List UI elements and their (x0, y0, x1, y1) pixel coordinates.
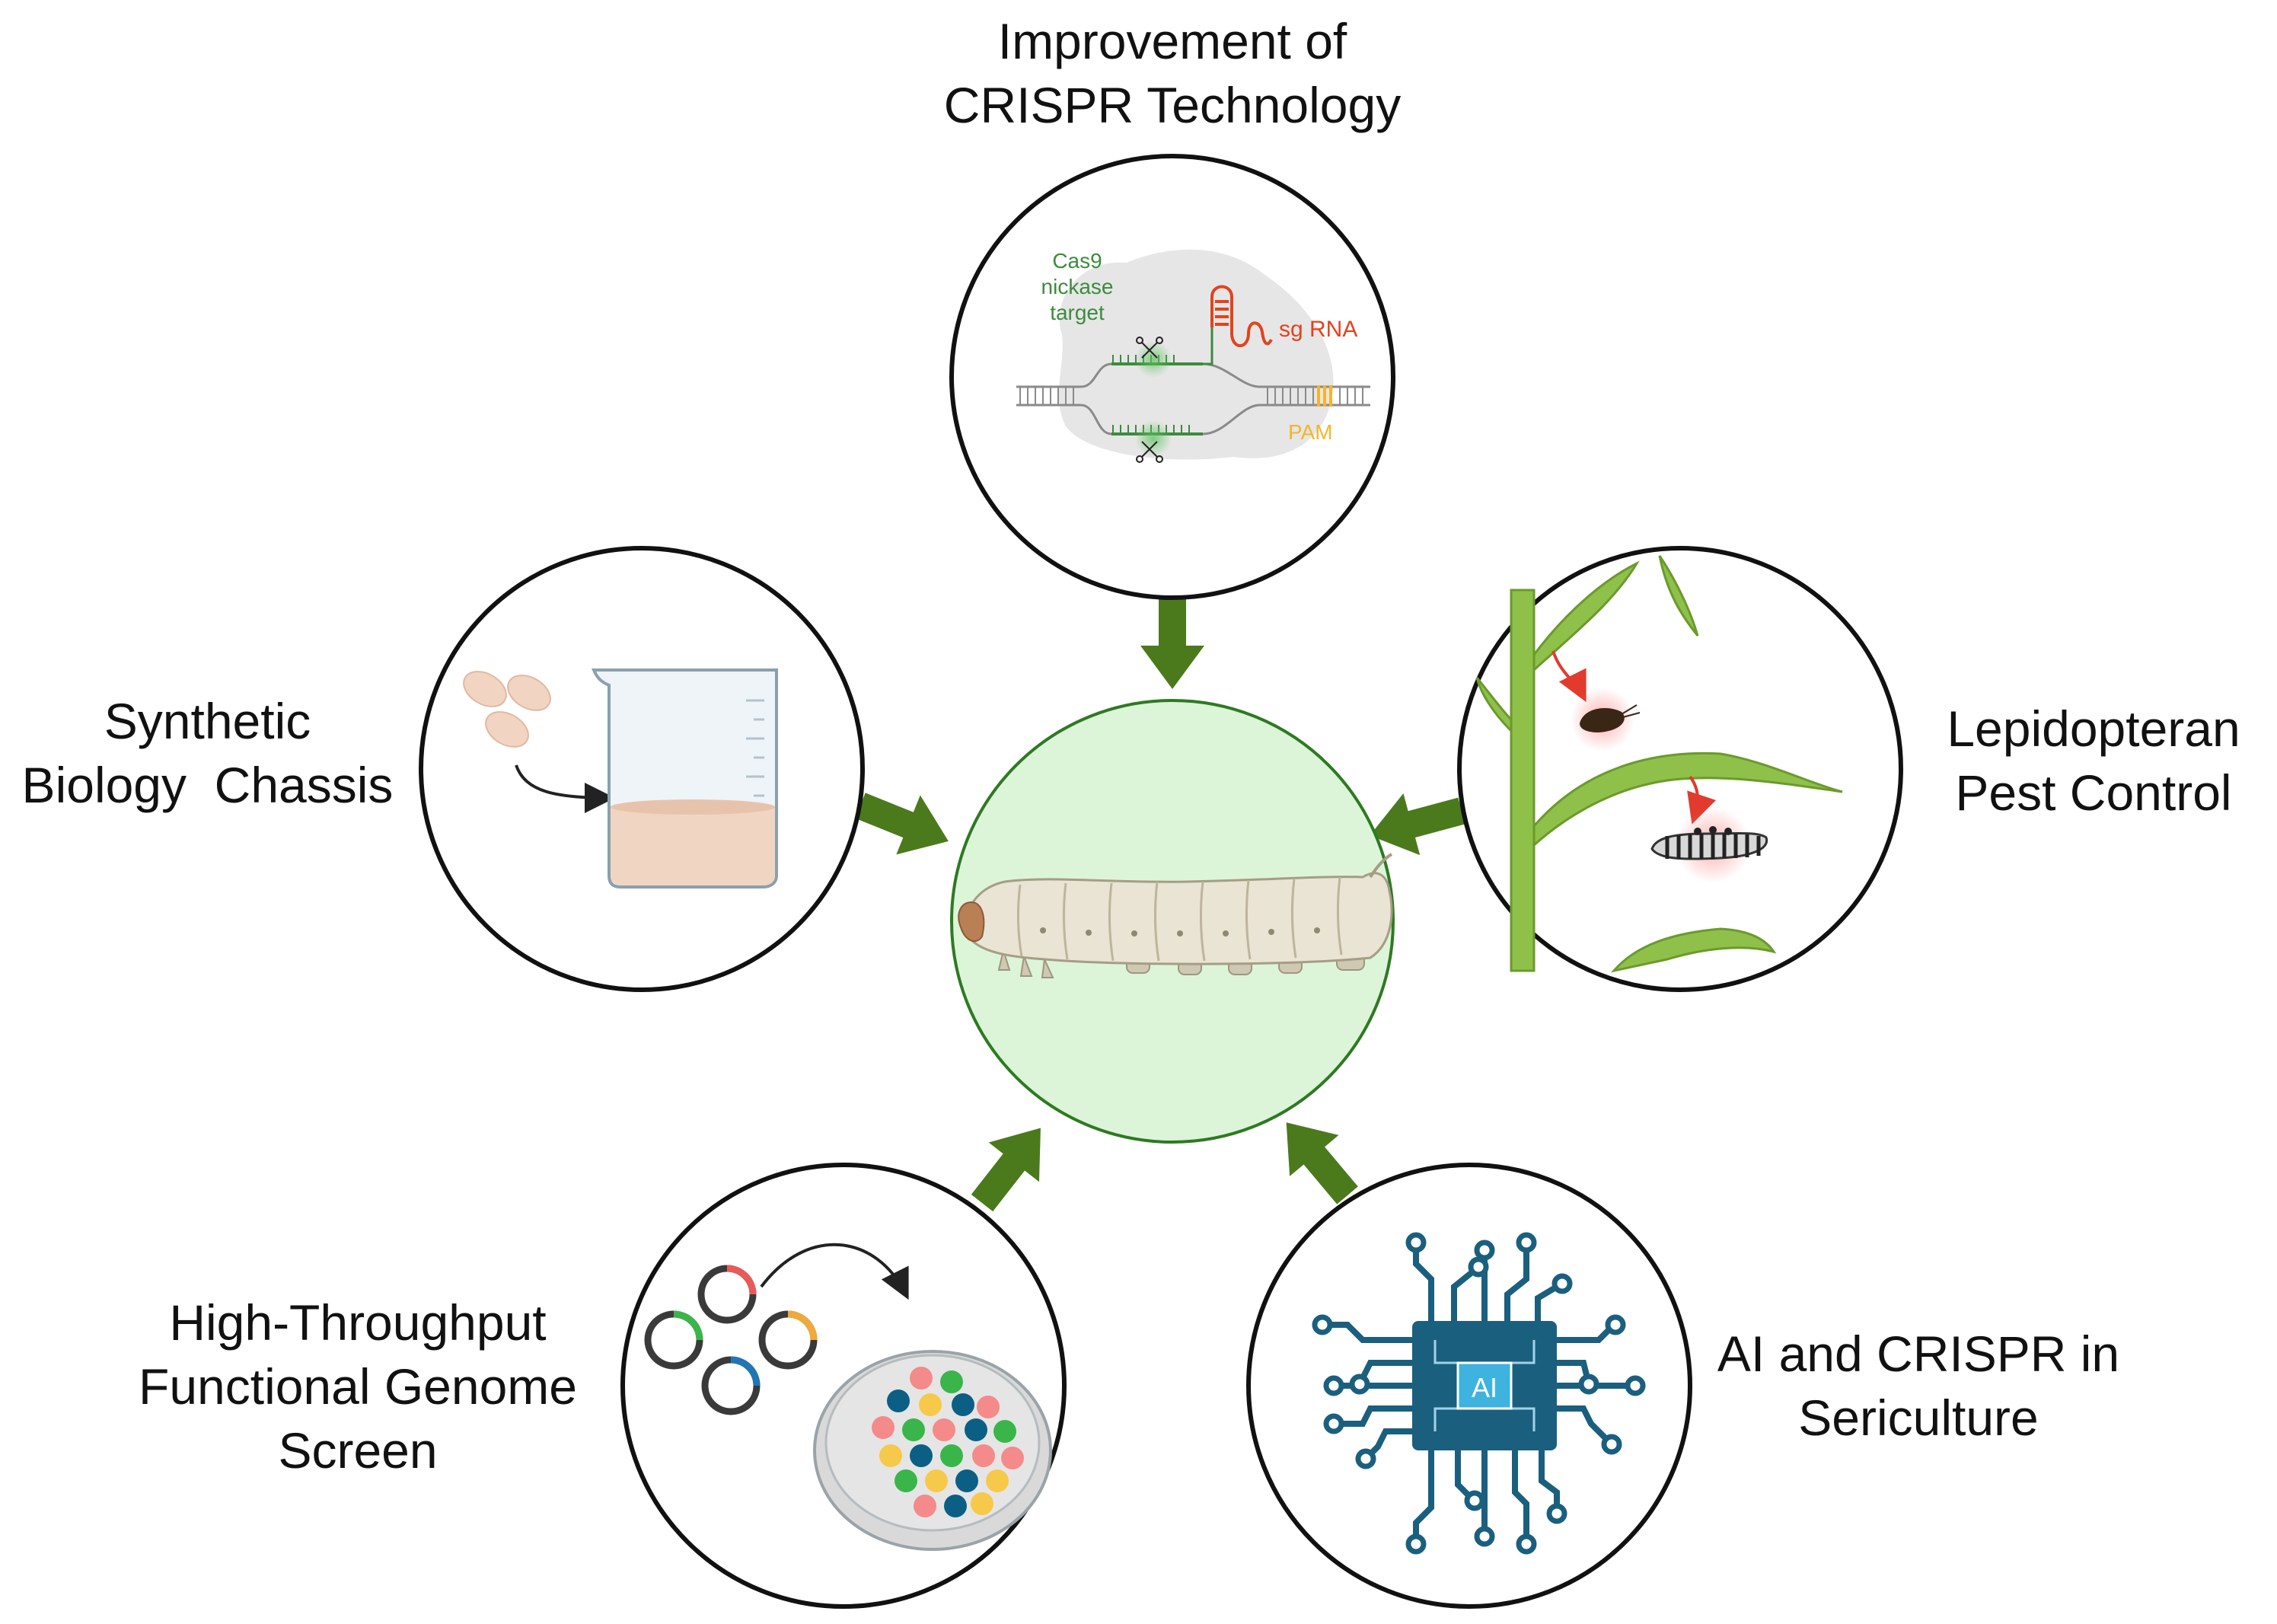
label-chassis-line-2: Biology Chassis (21, 757, 394, 813)
moth-icon (1580, 704, 1641, 732)
corn-plant-icon (1475, 555, 1843, 973)
transfer-arrow (515, 764, 615, 813)
chip-label: AI (1472, 1372, 1497, 1403)
label-ai-line-2: Sericulture (1798, 1389, 2039, 1446)
pest-node (1457, 546, 1903, 992)
circuit-pads (1312, 1232, 1646, 1555)
label-screen: High-Throughput Functional Genome Screen (99, 1291, 617, 1482)
beaker-icon (592, 668, 778, 889)
caterpillar-icon (1650, 826, 1768, 860)
label-chassis-line-1: Synthetic (104, 693, 311, 749)
screen-node (620, 1163, 1067, 1609)
arrows (855, 594, 1465, 1212)
ai-node: AI (1246, 1163, 1692, 1609)
arrow-right (1370, 793, 1465, 856)
dna-rungs (1019, 387, 1363, 405)
ai-chip-core (1456, 1361, 1513, 1410)
arrow-top (1140, 594, 1204, 689)
scissors-icon (1136, 337, 1163, 359)
transfer-arrow-screen (760, 1243, 909, 1300)
label-pest-line-2: Pest Control (1955, 764, 2232, 821)
arrow-bottom-right (1286, 1122, 1358, 1204)
pest-arrow-1 (1551, 650, 1587, 703)
label-chassis: Synthetic Biology Chassis (0, 689, 415, 817)
nickase-label-line-3: target (1050, 301, 1105, 324)
label-ai-line-1: AI and CRISPR in (1717, 1326, 2120, 1382)
protein-blob (1058, 249, 1334, 460)
label-crispr-line-1: Improvement of (997, 13, 1347, 69)
nickase-label-line-1: Cas9 (1052, 249, 1102, 273)
circuit-traces (1328, 1249, 1629, 1538)
crispr-node: Cas9 nickase target sg RNA PAM (949, 154, 1395, 600)
label-crispr: Improvement of CRISPR Technology (868, 9, 1477, 137)
sgrna-label: sg RNA (1279, 317, 1357, 342)
label-screen-line-3: Screen (278, 1422, 438, 1479)
center-node (950, 699, 1395, 1144)
nickase-label-line-2: nickase (1041, 275, 1114, 298)
arrow-left (855, 793, 949, 855)
label-ai: AI and CRISPR in Sericulture (1705, 1322, 2132, 1450)
silkworm-icon (958, 853, 1393, 978)
sgrna-hairpin (1210, 285, 1273, 347)
plasmid-icons (644, 1265, 818, 1415)
label-pest-line-1: Lepidopteran (1947, 700, 2240, 757)
cell-icons (463, 671, 551, 748)
label-screen-line-2: Functional Genome (139, 1358, 577, 1415)
cell-colonies (872, 1367, 1024, 1517)
chassis-node (419, 546, 865, 992)
pam-segment (1317, 385, 1332, 407)
label-pest: Lepidopteran Pest Control (1915, 697, 2272, 825)
arrow-bottom-left (971, 1128, 1041, 1212)
pam-label: PAM (1288, 420, 1333, 444)
label-crispr-line-2: CRISPR Technology (943, 77, 1402, 133)
scissors-icon-lower (1136, 441, 1163, 463)
label-screen-line-1: High-Throughput (169, 1294, 547, 1351)
